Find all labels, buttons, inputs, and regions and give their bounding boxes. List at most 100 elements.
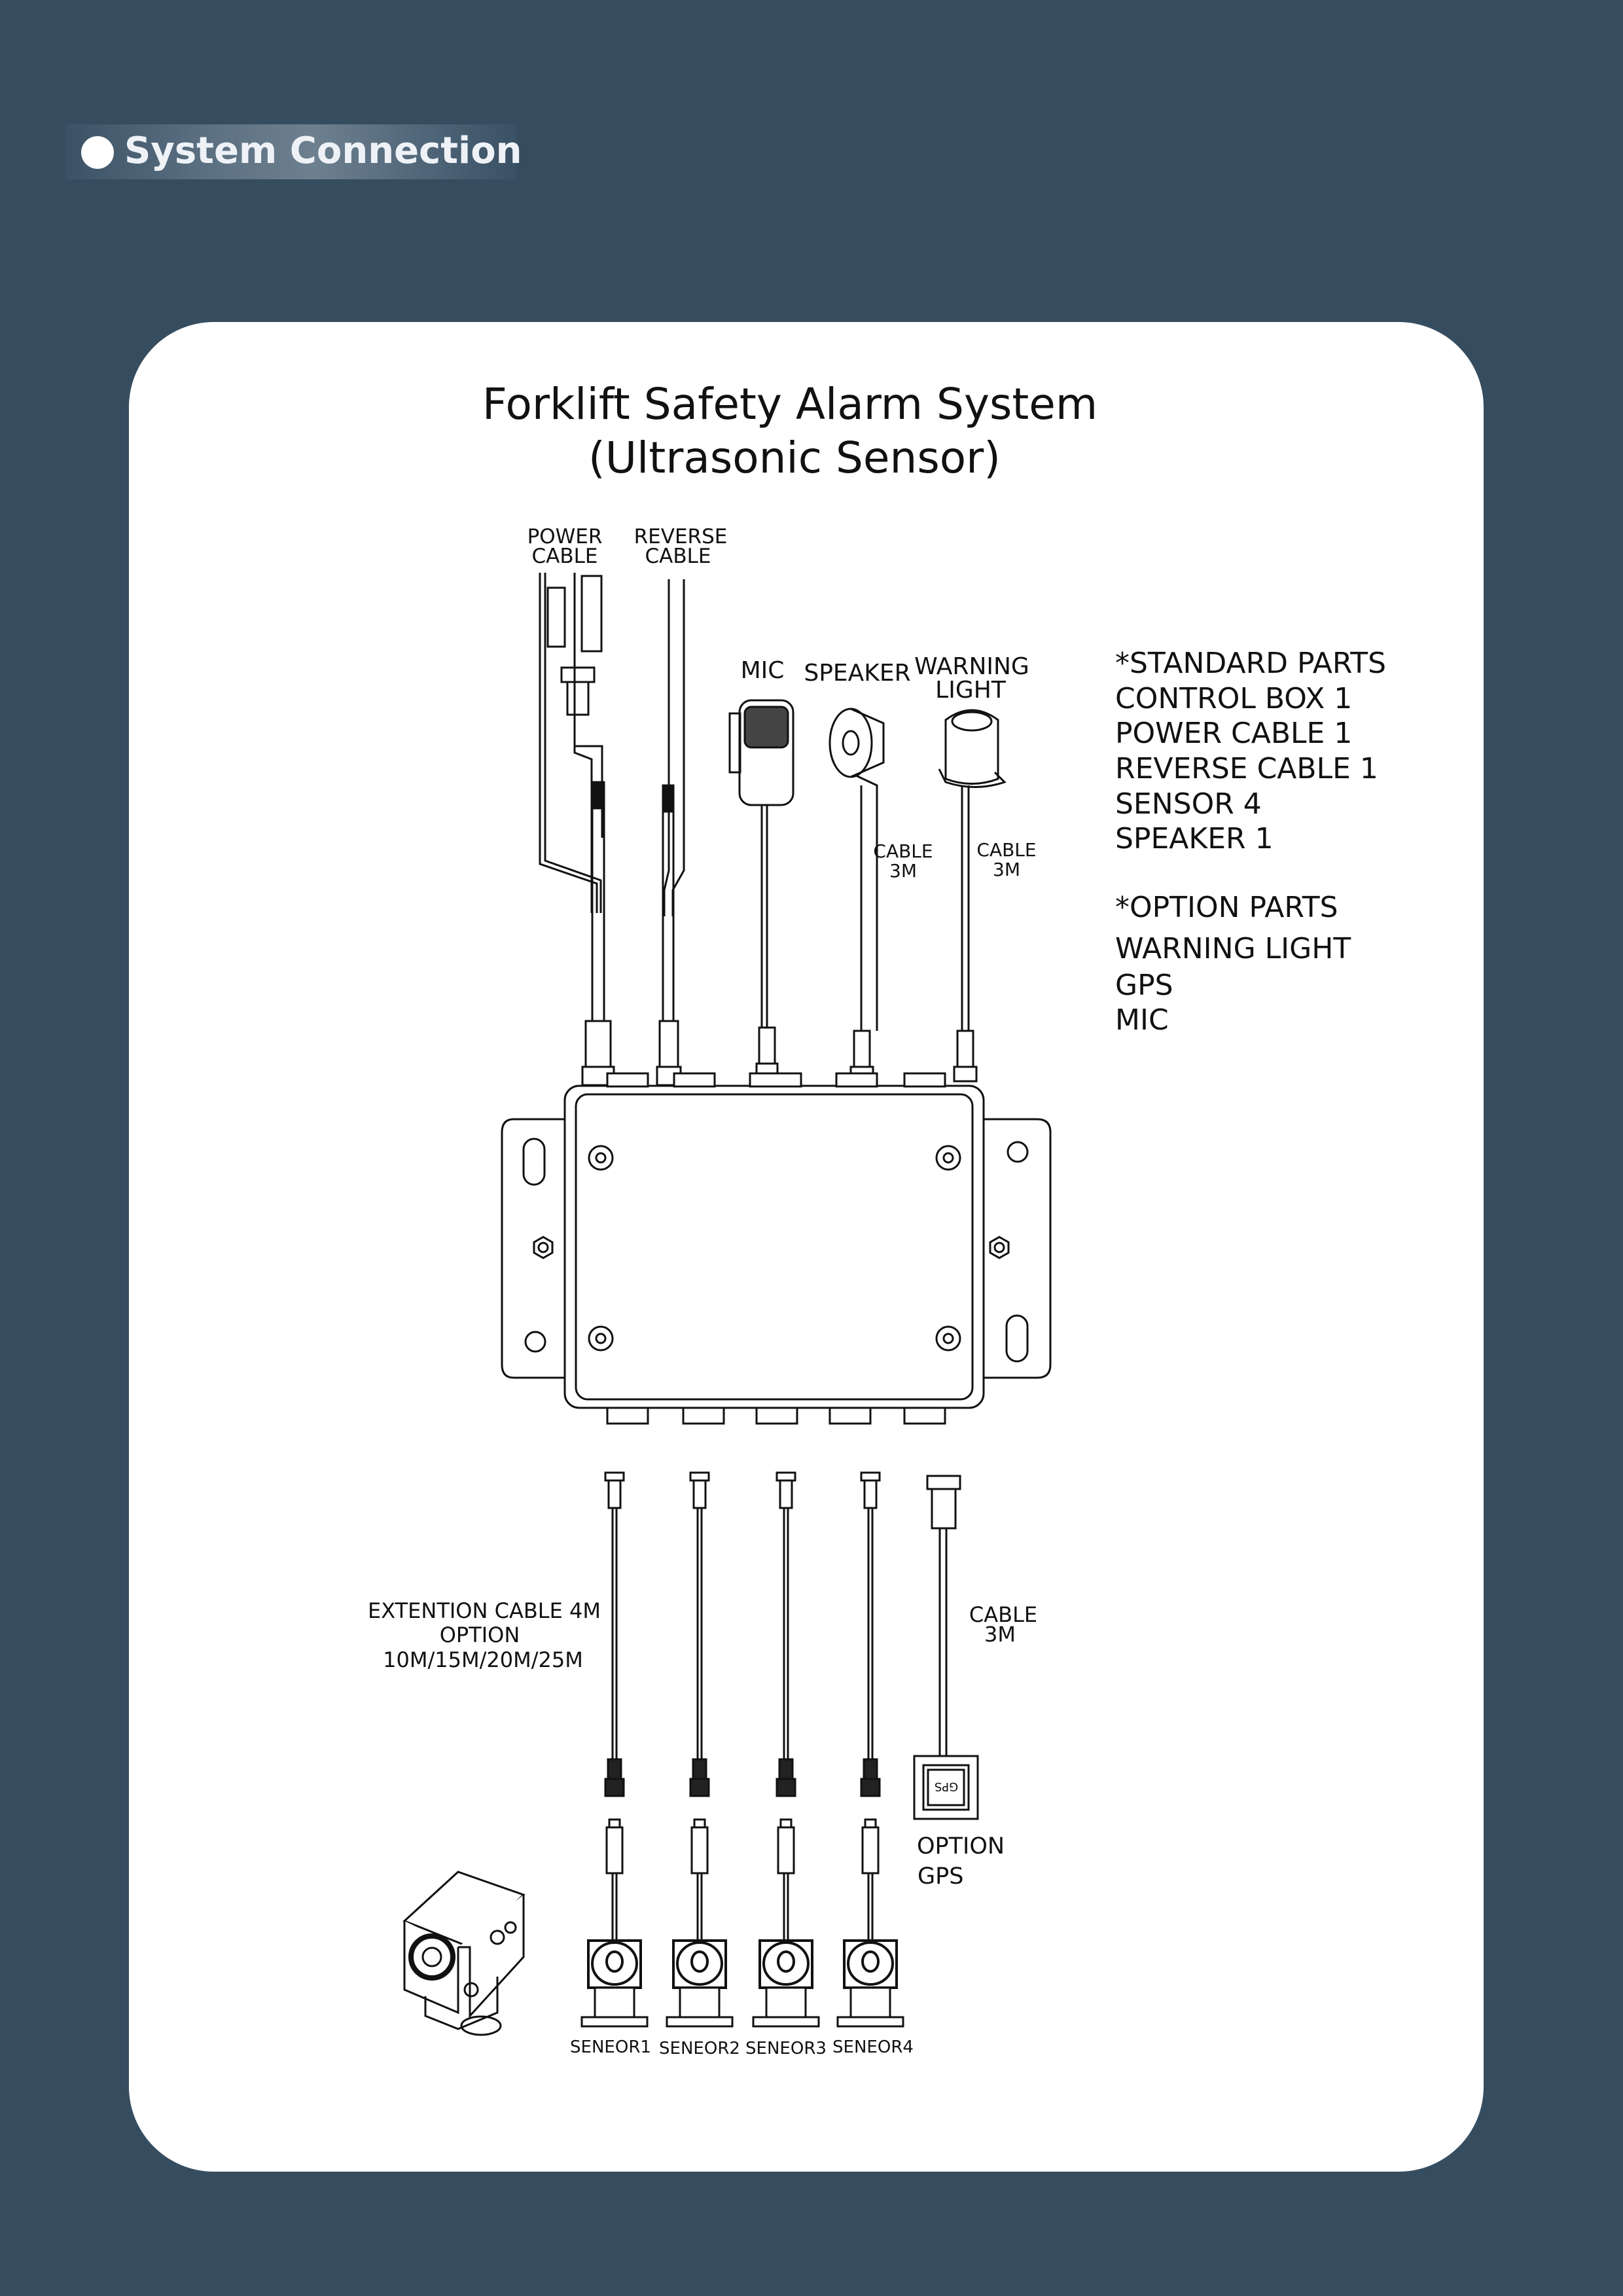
sensor-transducer [690,1950,709,1973]
sensor-bracket [849,1986,891,2018]
gps-module-drawing: GPS [913,1475,979,1820]
option-parts-heading: *OPTION PARTS [1115,891,1338,924]
extension-cable-label: EXTENTION CABLE 4M [368,1598,601,1623]
female-connector [776,1778,796,1797]
female-connector [778,1758,794,1780]
gps-option-label: OPTION [917,1833,1005,1859]
standard-part-item: SENSOR 4 [1115,787,1262,821]
sensor-head [843,1939,898,1989]
cable-connector-top [689,1471,710,1482]
section-header: System Connection [65,124,522,179]
power-cable-drawing [539,573,615,1086]
female-connector [604,1778,625,1797]
cable-connector-top [863,1479,878,1509]
cable-connector-top [860,1471,881,1482]
power-cable-label: POWER [527,525,603,548]
sensor-ring [847,1941,894,1986]
female-connector [863,1758,878,1780]
diagram-title: Forklift Safety Alarm System [482,379,1097,429]
sensor-cable [867,1873,874,1941]
female-connector [692,1758,707,1780]
female-connector [607,1758,622,1780]
port-top [673,1072,716,1088]
reverse-cable-label: CABLE [645,545,711,568]
male-connector [605,1826,624,1874]
sensor-bracket [594,1986,635,2018]
gps-module-text: GPS [935,1780,958,1793]
sensor-ring [676,1941,723,1986]
standard-part-item: CONTROL BOX 1 [1115,682,1352,715]
reverse-cable-drawing [656,579,685,1086]
cable-connector-top [604,1471,625,1482]
sensor-transducer [777,1950,795,1973]
bullet-icon [81,136,114,169]
warning-light-label: WARNING [914,653,1029,680]
gps-cable-label: 3M [984,1622,1016,1647]
male-connector [864,1818,877,1829]
cable-connector-top [776,1471,796,1482]
sensor-cable [783,1873,789,1941]
standard-part-item: POWER CABLE 1 [1115,717,1352,750]
gps-option-label: GPS [918,1863,963,1890]
mic-drawing [728,699,794,1079]
speaker-cable-label: CABLE [873,840,933,862]
power-cable-label: CABLE [532,545,598,568]
standard-part-item: SPEAKER 1 [1115,822,1274,855]
sensor-label: SENEOR2 [659,2039,740,2058]
sensor-assembly [666,1471,734,2028]
port-bottom [903,1407,946,1425]
extension-cable [867,1508,874,1759]
sensor-assembly [580,1471,649,2028]
female-connector [689,1778,710,1797]
cable-connector-top [779,1479,793,1509]
port-top [835,1072,878,1088]
sensor-label: SENEOR3 [745,2039,827,2058]
sensor-ring [762,1941,810,1986]
sensor-base [666,2016,734,2028]
sensor-base [580,2016,649,2028]
cable-connector-top [607,1479,622,1509]
option-part-item: WARNING LIGHT [1115,932,1351,965]
sensor-cables [580,1471,904,2028]
speaker-label: SPEAKER [804,660,910,687]
sensor-assembly [752,1471,820,2028]
extension-cable-label: OPTION [440,1623,520,1647]
extension-cable [611,1508,618,1759]
diagram-subtitle: (Ultrasonic Sensor) [588,433,1001,483]
extension-cable-label: 10M/15M/20M/25M [383,1647,583,1672]
sensor-bracket [765,1986,807,2018]
warning-light-label: LIGHT [935,677,1007,704]
male-connector [861,1826,880,1874]
port-bottom [606,1407,649,1425]
section-title: System Connection [124,130,522,172]
cable-connector-top [692,1479,707,1509]
sensor-head [587,1939,642,1989]
sensor-head [758,1939,813,1989]
port-top [903,1072,946,1088]
sensor-base [836,2016,904,2028]
extension-cable [783,1508,789,1759]
standard-part-item: REVERSE CABLE 1 [1115,752,1378,785]
mic-label: MIC [741,657,785,684]
warning-light-drawing [938,709,1007,1083]
control-box-drawing [501,1072,1052,1425]
male-connector [693,1818,706,1829]
speaker-drawing [829,708,885,1083]
sensor-3d-drawing [402,1871,526,2036]
sensor-label: SENEOR1 [570,2037,651,2057]
option-part-item: GPS [1115,969,1173,1002]
speaker-cable-label: 3M [889,860,917,882]
port-top [606,1072,649,1088]
sensor-base [752,2016,820,2028]
male-connector [779,1818,793,1829]
extension-cable [696,1508,703,1759]
option-part-item: MIC [1115,1003,1169,1037]
port-top [749,1072,802,1088]
port-bottom [829,1407,872,1425]
sensor-bracket [679,1986,721,2018]
port-bottom [682,1407,725,1425]
male-connector [608,1818,621,1829]
sensor-cable [696,1873,703,1941]
light-cable-label: 3M [993,859,1020,880]
